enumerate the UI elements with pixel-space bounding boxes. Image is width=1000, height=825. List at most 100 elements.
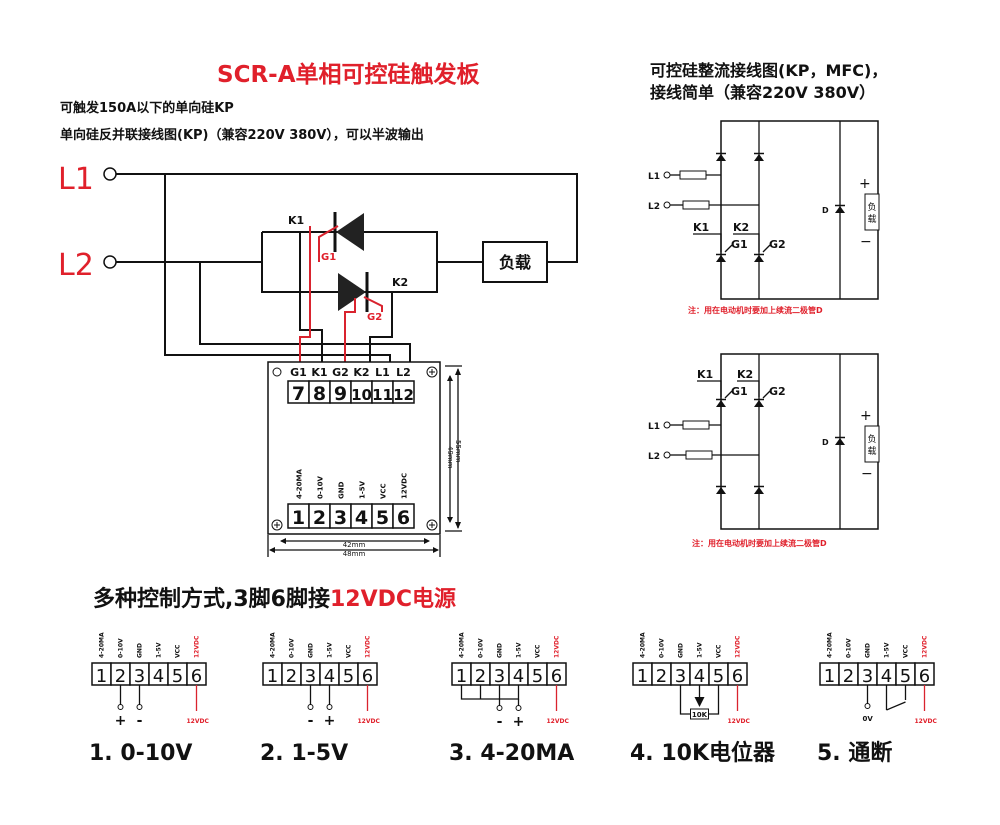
mode-pin-label: 4-20MA (99, 632, 106, 658)
right-title-line1: 可控硅整流接线图(KP，MFC)， (650, 61, 887, 80)
mode-pin-label: VCC (175, 644, 182, 658)
mode-pin-number: 3 (675, 666, 686, 687)
rect2-load-label: 负载 (867, 433, 876, 457)
mode-minus: - (308, 713, 314, 729)
board-bottom-number: 6 (397, 507, 410, 529)
mode-pin-label: 1-5V (884, 642, 891, 658)
mode-pin-number: 2 (475, 666, 486, 687)
rect1-k2-label: K2 (733, 221, 749, 234)
mode-pin-label: 12VDC (922, 635, 929, 658)
dim-height-outer: 55mm (454, 440, 462, 463)
mode-pin-label: 0-10V (478, 638, 485, 658)
control-mode-4: 4-20MA10-10V2GND31-5V4VCC512VDC612VDC10K… (630, 632, 776, 766)
mode-pin-number: 5 (900, 666, 911, 687)
mode-pin-number: 6 (919, 666, 930, 687)
mode-pin-label: VCC (903, 644, 910, 658)
mode-pin-label: 1-5V (327, 642, 334, 658)
rect2-note: 注：用在电动机时要加上续流二极管D (692, 538, 827, 548)
mode-pin-number: 1 (456, 666, 467, 687)
board-top-number: 9 (334, 383, 347, 405)
rect1-l2-label: L2 (648, 202, 660, 212)
mode-pin-label: GND (308, 643, 315, 658)
mode-pot-label: 10K (692, 711, 708, 719)
mode-pin-label: 0-10V (846, 638, 853, 658)
mode-pin-number: 2 (115, 666, 126, 687)
board-top-terminal (392, 380, 415, 404)
board-bottom-number: 2 (313, 507, 326, 529)
rect1-l1-label: L1 (648, 172, 660, 182)
rect1-g1-label: G1 (731, 238, 748, 251)
mode-pin-label: 12VDC (554, 635, 561, 658)
board-bottom-terminal (392, 503, 415, 529)
l1-label: L1 (58, 162, 94, 197)
rect2-minus: − (861, 466, 873, 482)
mode-pin-number: 6 (551, 666, 562, 687)
mode-pin-label: 0-10V (118, 638, 125, 658)
mode-pin-number: 6 (191, 666, 202, 687)
board-top-label: K1 (311, 366, 327, 379)
potentiometer (690, 708, 709, 720)
control-title: 多种控制方式,3脚6脚接12VDC电源 (93, 586, 456, 612)
mode-pin-label: GND (137, 643, 144, 658)
mode-pin-number: 5 (172, 666, 183, 687)
mode-caption: 3. 4-20MA (449, 741, 574, 766)
main-circuit: L1 L2 K1 K2 G1 G2 负载 (58, 162, 578, 367)
mode-pin-number: 4 (513, 666, 524, 687)
rect1-d-label: D (822, 206, 829, 215)
mode-pin-label: 4-20MA (270, 632, 277, 658)
mode-pin-number: 3 (494, 666, 505, 687)
mode-pin-label: 1-5V (156, 642, 163, 658)
rect2-g1-label: G1 (731, 385, 748, 398)
mode-caption: 2. 1-5V (260, 741, 348, 766)
rect2-k2-label: K2 (737, 368, 753, 381)
mode-pin-number: 3 (305, 666, 316, 687)
rect1-minus: − (860, 234, 872, 250)
mode-pin-label: VCC (716, 644, 723, 658)
mode-pin-number: 3 (134, 666, 145, 687)
mode-pin-number: 4 (153, 666, 164, 687)
board-top-number: 7 (292, 383, 305, 405)
board-bottom-label: 1-5V (359, 480, 367, 499)
dim-width-inner: 42mm (343, 541, 366, 549)
mode-pin-number: 2 (656, 666, 667, 687)
mode-vdc-label: 12VDC (728, 718, 751, 725)
rect2-d-label: D (822, 438, 829, 447)
l2-terminal (103, 255, 117, 269)
board-bottom-number: 4 (355, 507, 368, 529)
mode-pin-number: 4 (881, 666, 892, 687)
mode-caption: 5. 通断 (817, 740, 892, 766)
g1-label: G1 (321, 252, 336, 263)
mode-pin-number: 3 (862, 666, 873, 687)
mode-pin-number: 6 (362, 666, 373, 687)
board-bottom-label: GND (338, 481, 346, 499)
mode-pin-label: GND (497, 643, 504, 658)
mode-pin-label: VCC (535, 644, 542, 658)
mode-pin-label: 1-5V (516, 642, 523, 658)
rect1-note: 注：用在电动机时要加上续流二极管D (688, 305, 823, 315)
rect2-l2-label: L2 (648, 452, 660, 462)
mode-vdc-label: 12VDC (358, 718, 381, 725)
rect2-l1-label: L1 (648, 422, 660, 432)
mode-pin-number: 1 (637, 666, 648, 687)
mode-pin-label: GND (678, 643, 685, 658)
rect1-k1-label: K1 (693, 221, 709, 234)
mode-vdc-label: 12VDC (187, 718, 210, 725)
board-top-number: 11 (372, 386, 393, 404)
mode-pin-number: 1 (96, 666, 107, 687)
l2-label: L2 (58, 248, 94, 283)
board-top-label: G1 (290, 366, 307, 379)
rect2-plus: + (860, 408, 872, 424)
board-bottom-label: 4-20MA (296, 469, 304, 499)
board-top-number: 10 (351, 386, 372, 404)
board-top-number: 12 (393, 386, 414, 404)
board-top-number: 8 (313, 383, 326, 405)
load-label: 负载 (499, 253, 531, 272)
mode-pin-label: 12VDC (735, 635, 742, 658)
rectifier-diagram-1: L1 L2 K1 K2 G1 G2 D 负载 + − 注：用在电动机时要加上续流… (648, 120, 880, 315)
mode-pin-label: 0-10V (659, 638, 666, 658)
mode-pin-number: 5 (343, 666, 354, 687)
right-title-line2: 接线简单（兼容220V 380V） (650, 83, 875, 102)
control-modes: 4-20MA10-10V2GND31-5V4VCC512VDC612VDC+-1… (89, 632, 937, 766)
control-mode-1: 4-20MA10-10V2GND31-5V4VCC512VDC612VDC+-1… (89, 632, 209, 766)
